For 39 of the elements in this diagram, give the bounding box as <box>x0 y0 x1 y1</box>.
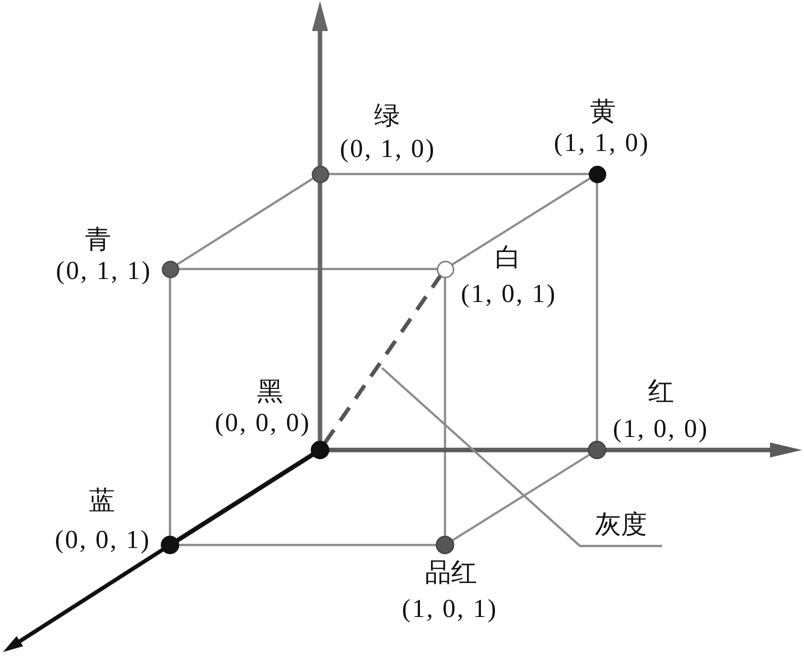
coordinate-label: (1, 0, 1) <box>460 281 557 307</box>
axis-line <box>318 182 322 442</box>
cube-edge <box>168 277 172 536</box>
vertex-label: 青 <box>85 227 111 253</box>
vertex-dot <box>587 440 607 460</box>
vertex-dot <box>436 260 454 278</box>
coordinate-label: (1, 0, 0) <box>612 416 709 442</box>
vertex-dot <box>160 260 180 278</box>
cube-edge <box>178 268 437 270</box>
coordinate-label: (0, 0, 1) <box>54 527 151 553</box>
vertex-label: 绿 <box>374 103 400 129</box>
cube-edge <box>444 277 446 536</box>
vertex-dot <box>588 164 606 184</box>
coordinate-label: (0, 1, 0) <box>338 136 436 162</box>
coordinate-label: (1, 0, 1) <box>400 596 498 622</box>
axis-line <box>328 448 588 452</box>
vertex-dot <box>310 440 330 460</box>
cube-edge <box>178 544 436 546</box>
axis-line <box>176 452 314 542</box>
vertex-dot <box>160 535 180 555</box>
cube-edge <box>176 177 314 266</box>
coordinate-label: (0, 0, 0) <box>214 410 311 436</box>
vertex-label: 品红 <box>425 560 477 586</box>
dashed-line <box>323 274 442 444</box>
vertex-label: 红 <box>648 379 674 405</box>
vertex-dot <box>435 535 455 555</box>
cube-edge <box>328 172 589 176</box>
vertex-dot <box>310 164 330 184</box>
cube-edge <box>451 177 591 266</box>
coordinate-label: (0, 1, 1) <box>54 258 152 284</box>
leader-line <box>381 367 662 548</box>
vertex-label: 白 <box>495 245 521 271</box>
vertex-label: 蓝 <box>89 488 115 514</box>
cube-edge <box>596 182 598 442</box>
coordinate-label: (1, 1, 0) <box>552 130 650 156</box>
vertex-label: 黄 <box>590 99 616 125</box>
cube-edge <box>452 454 590 542</box>
vertex-label: 黑 <box>257 379 283 405</box>
leader-label: 灰度 <box>580 505 662 546</box>
